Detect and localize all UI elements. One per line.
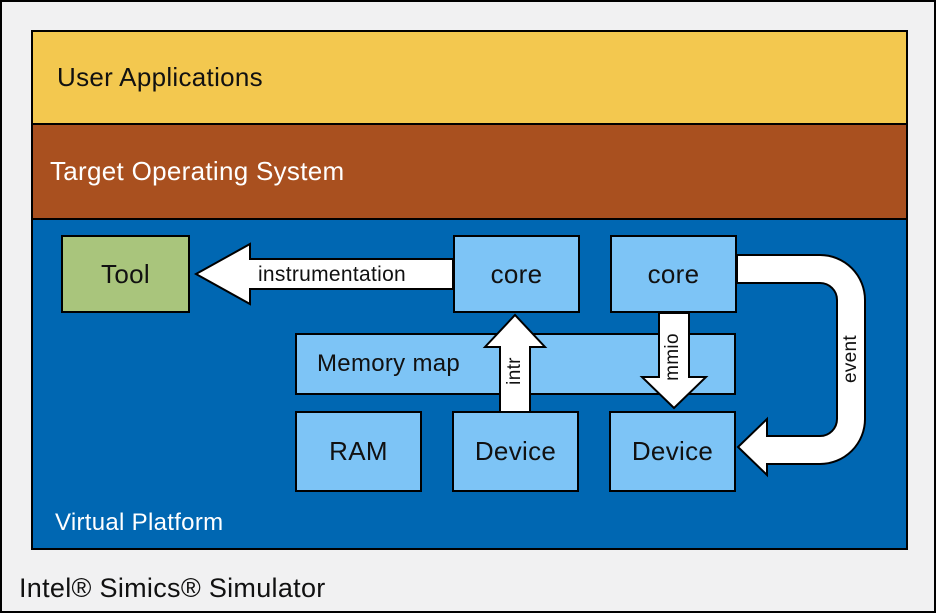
core-left-label: core: [490, 258, 543, 289]
ram-node: RAM: [295, 411, 422, 492]
mmio-arrow-label: mmio: [662, 333, 683, 381]
device-right-label: Device: [631, 436, 714, 466]
instrumentation-arrow-label: instrumentation: [257, 262, 407, 286]
layer-user-applications: User Applications: [31, 30, 908, 125]
tool-node: Tool: [61, 235, 190, 313]
diagram-title: Intel® Simics® Simulator: [19, 573, 326, 603]
core-right-label: core: [647, 258, 700, 289]
intr-arrow-label: intr: [504, 357, 525, 385]
device-left-node: Device: [452, 411, 579, 492]
user-applications-label: User Applications: [57, 62, 263, 92]
memory-map-label: Memory map: [317, 350, 461, 377]
tool-label: Tool: [101, 258, 150, 289]
ram-label: RAM: [329, 436, 388, 466]
target-os-label: Target Operating System: [50, 156, 345, 186]
layer-target-operating-system: Target Operating System: [31, 123, 908, 220]
core-right-node: core: [610, 235, 737, 313]
device-right-node: Device: [609, 411, 736, 492]
device-left-label: Device: [474, 436, 557, 466]
core-left-node: core: [453, 235, 580, 313]
virtual-platform-label: Virtual Platform: [55, 509, 224, 536]
event-arrow-label: event: [840, 335, 861, 383]
